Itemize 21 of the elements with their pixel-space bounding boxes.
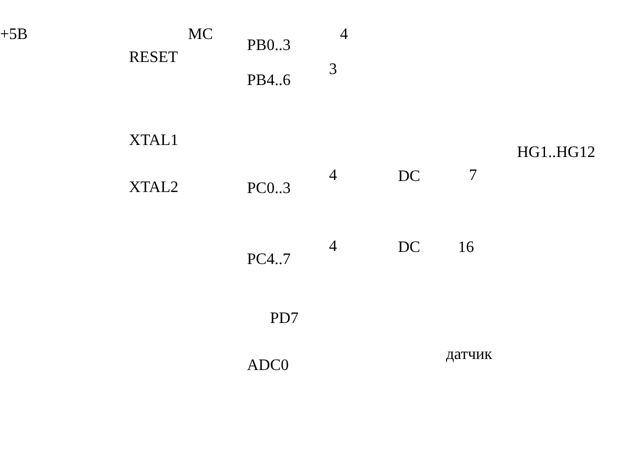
pin-label: PC0..3: [247, 180, 291, 198]
pin-label: XTAL1: [129, 132, 178, 150]
bus-width-label: 4: [329, 238, 337, 256]
pin-label: PC4..7: [247, 251, 291, 269]
chip-label: МС: [188, 26, 213, 44]
bus-width-label: 3: [329, 61, 337, 79]
bus-width-label: 4: [340, 26, 348, 44]
supply-voltage-label: +5В: [0, 26, 28, 44]
pin-label: PB0..3: [247, 37, 291, 55]
pin-label: PB4..6: [247, 72, 291, 90]
decoder-label: DC: [398, 168, 420, 186]
pin-label: RESET: [129, 49, 178, 67]
bus-width-label: 4: [329, 167, 337, 185]
decoder-label: DC: [398, 239, 420, 257]
sensor-label: датчик: [446, 346, 492, 364]
display-label: HG1..HG12: [517, 144, 596, 162]
bus-width-label: 7: [469, 167, 477, 185]
pin-label: XTAL2: [129, 179, 178, 197]
pin-label: PD7: [270, 310, 298, 328]
bus-width-label: 16: [458, 239, 474, 257]
pin-label: ADC0: [247, 357, 289, 375]
